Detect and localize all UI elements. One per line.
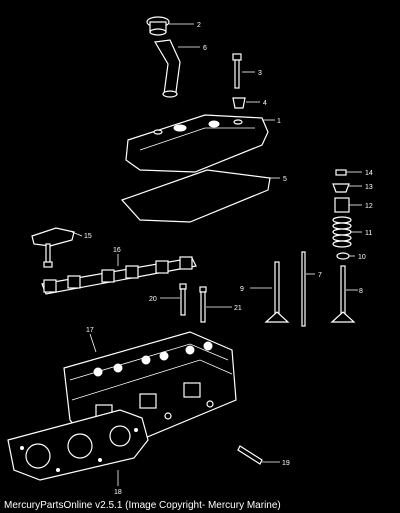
exhaust-valve[interactable] xyxy=(330,265,356,323)
callout-12: 12 xyxy=(365,203,373,210)
valve-cover-bolt[interactable] xyxy=(232,53,242,89)
callout-17: 17 xyxy=(86,327,94,334)
valve-spring[interactable] xyxy=(332,216,352,248)
callout-14: 14 xyxy=(365,170,373,177)
head-bolt-long[interactable] xyxy=(199,286,207,323)
oil-filler-cap[interactable] xyxy=(146,16,170,36)
callout-9: 9 xyxy=(240,286,244,293)
callout-20: 20 xyxy=(149,296,157,303)
callout-18: 18 xyxy=(114,489,122,496)
pushrod[interactable] xyxy=(301,251,306,327)
callout-15: 15 xyxy=(84,233,92,240)
callout-4: 4 xyxy=(263,100,267,107)
pushrod-guide-plate[interactable] xyxy=(41,256,197,295)
exploded-parts-diagram: 2 6 3 4 1 5 14 13 xyxy=(7,16,373,496)
callout-1: 1 xyxy=(277,118,281,125)
valve-cover-gasket[interactable] xyxy=(120,169,271,223)
rocker-arm[interactable] xyxy=(31,227,75,268)
spring-shim[interactable] xyxy=(336,252,350,260)
head-gasket[interactable] xyxy=(7,409,149,481)
callout-6: 6 xyxy=(203,45,207,52)
head-bolt-short[interactable] xyxy=(179,283,187,316)
callout-11: 11 xyxy=(365,230,372,237)
grommet[interactable] xyxy=(232,97,246,109)
valve-cover[interactable] xyxy=(125,114,269,173)
callout-5: 5 xyxy=(283,176,287,183)
callout-3: 3 xyxy=(258,70,262,77)
callout-8: 8 xyxy=(359,288,363,295)
callout-10: 10 xyxy=(358,254,366,261)
callout-7: 7 xyxy=(318,272,322,279)
valve-lock[interactable] xyxy=(335,169,347,176)
callout-2: 2 xyxy=(197,22,201,29)
valve-seal[interactable] xyxy=(334,197,350,213)
callout-19: 19 xyxy=(282,460,290,467)
copyright-footer: MercuryPartsOnline v2.5.1 (Image Copyrig… xyxy=(4,500,281,511)
callout-13: 13 xyxy=(365,184,373,191)
valve-retainer[interactable] xyxy=(332,183,350,193)
callout-16: 16 xyxy=(113,247,121,254)
callout-21: 21 xyxy=(234,305,242,312)
dowel-pin[interactable] xyxy=(237,445,263,465)
intake-valve[interactable] xyxy=(264,261,290,323)
breather-tube[interactable] xyxy=(154,39,181,98)
